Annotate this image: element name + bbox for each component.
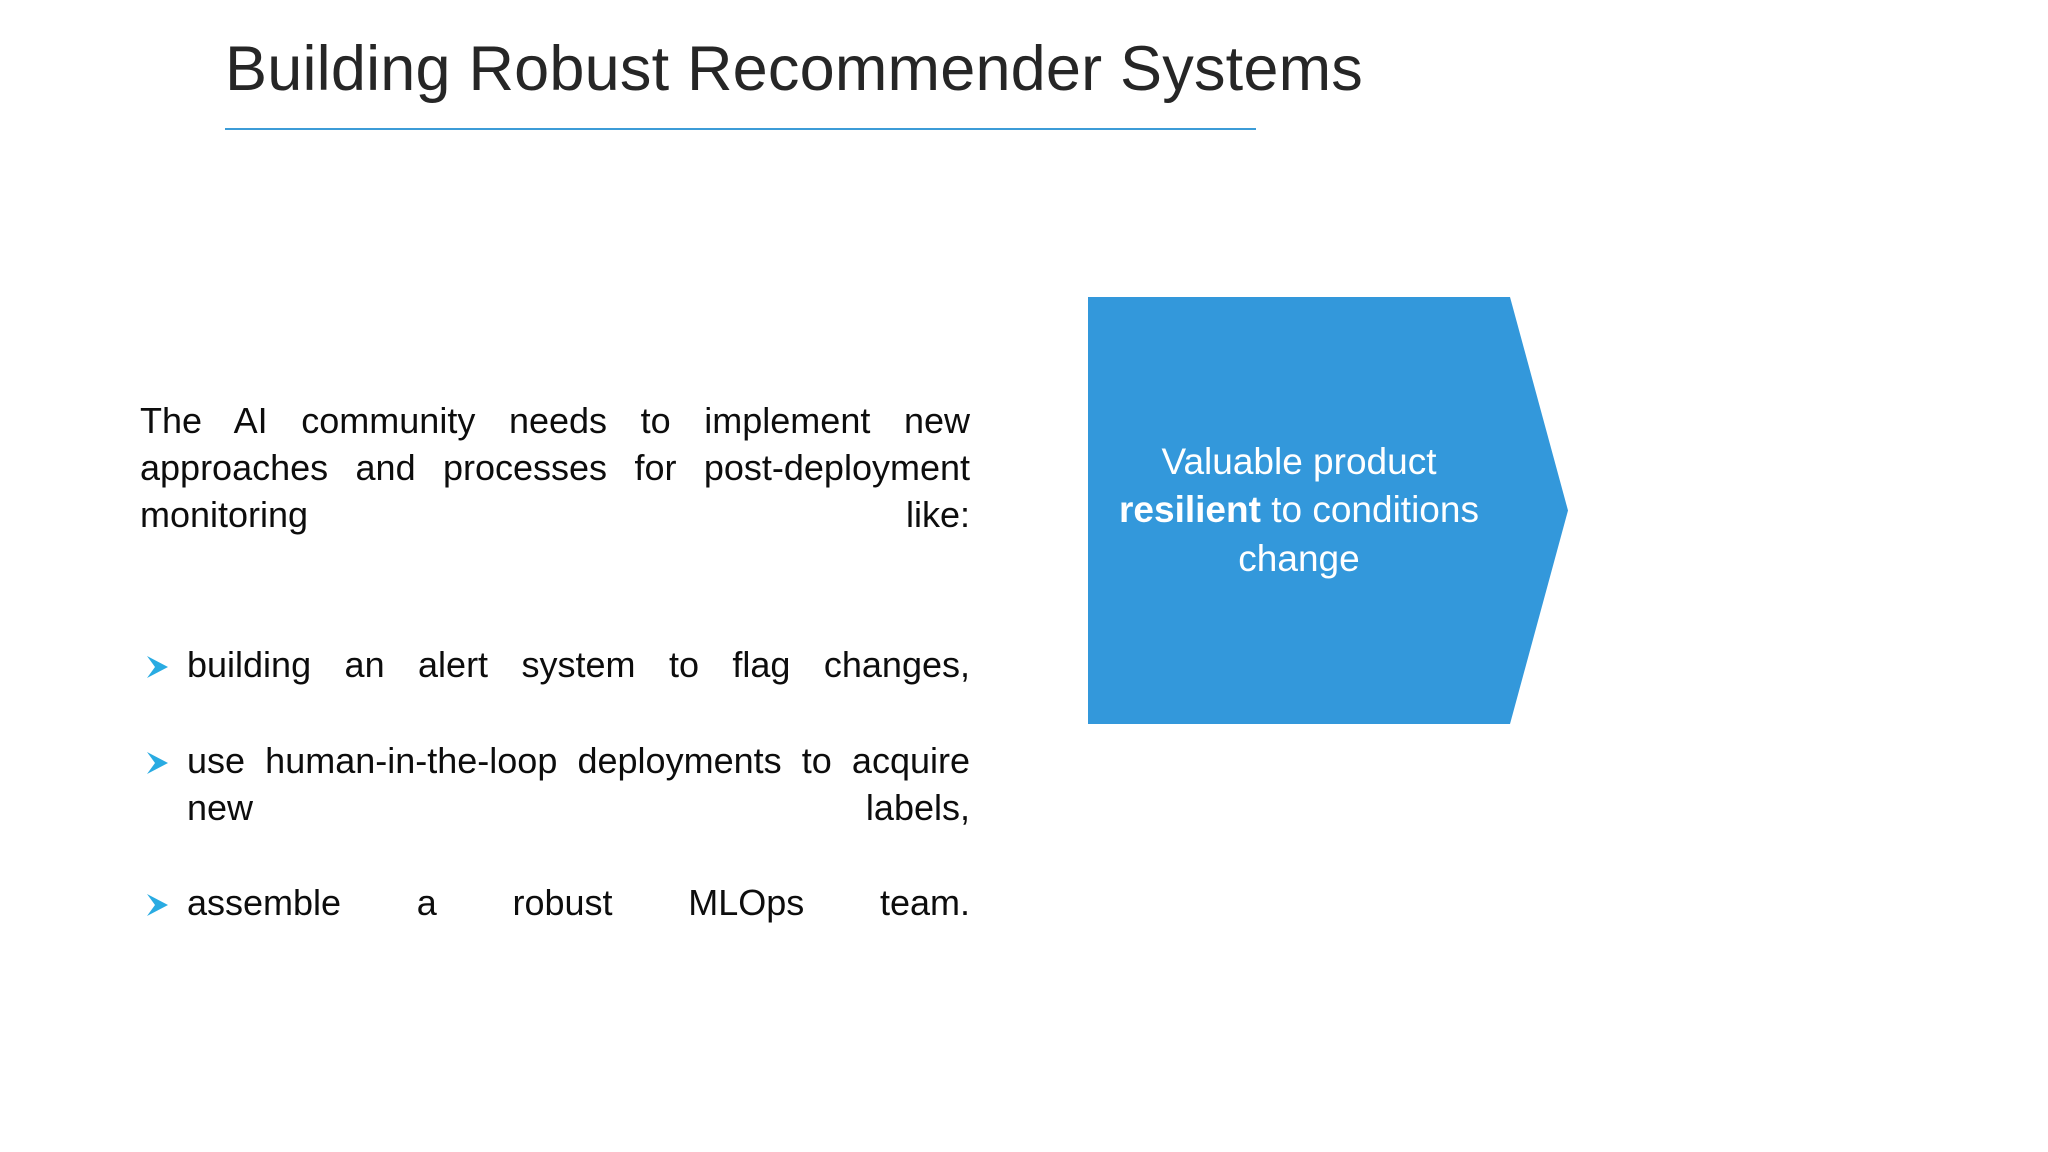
chevron-callout-text: Valuable product resilient to conditions… <box>1088 297 1510 724</box>
chevron-line-2: resilient to conditions <box>1119 486 1479 534</box>
chevron-line-1: Valuable product <box>1161 441 1437 483</box>
list-item-label: building an alert system to flag changes… <box>187 644 970 686</box>
list-item: assemble a robust MLOps team. <box>140 879 970 973</box>
title-block: Building Robust Recommender Systems <box>225 34 1363 104</box>
title-underline-rule <box>225 128 1256 130</box>
chevron-callout: Valuable product resilient to conditions… <box>1088 297 1568 724</box>
bullet-list: building an alert system to flag changes… <box>140 641 970 973</box>
chevron-line-2-rest: to conditions <box>1260 489 1479 531</box>
intro-paragraph: The AI community needs to implement new … <box>140 400 970 535</box>
chevron-emphasis: resilient <box>1119 489 1261 531</box>
page-title: Building Robust Recommender Systems <box>225 34 1363 104</box>
list-item-label: assemble a robust MLOps team. <box>187 881 970 923</box>
list-item: use human-in-the-loop deployments to acq… <box>140 737 970 878</box>
chevron-line-3: change <box>1238 537 1360 579</box>
body-text-column: The AI community needs to implement new … <box>140 398 970 974</box>
list-item-label: use human-in-the-loop deployments to acq… <box>187 739 970 828</box>
arrowhead-bullet-icon <box>143 890 173 920</box>
arrowhead-bullet-icon <box>143 652 173 682</box>
arrowhead-bullet-icon <box>143 748 173 778</box>
chevron-arrow-right-icon <box>1088 297 1568 724</box>
list-item: building an alert system to flag changes… <box>140 641 970 735</box>
